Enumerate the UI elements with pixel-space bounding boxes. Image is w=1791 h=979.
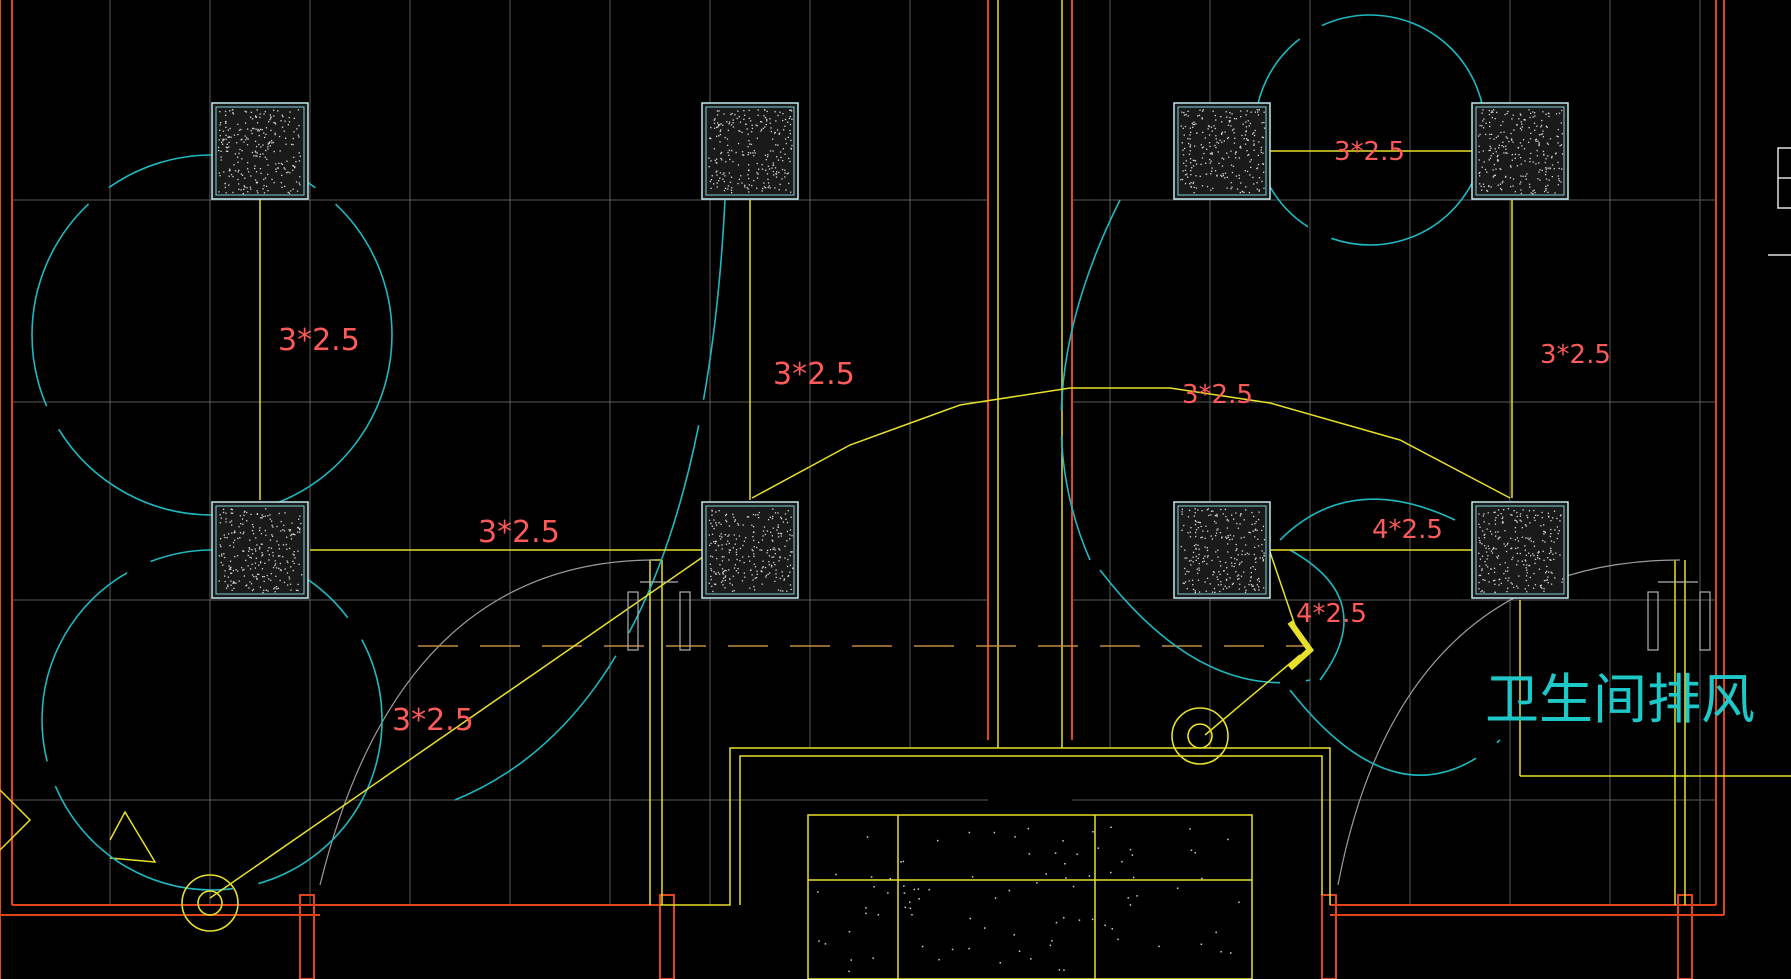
light-fixtures — [211, 102, 1569, 599]
light-fixture — [211, 102, 309, 200]
exhaust-annotation: 卫生间排风 — [1485, 668, 1755, 731]
wire-label-2: 3*2.5 — [773, 357, 855, 392]
light-fixture — [1173, 102, 1271, 200]
wiring-runs — [209, 150, 1513, 899]
hatch-dots — [817, 826, 1240, 973]
light-fixture — [1173, 501, 1271, 599]
wire-label-5: 3*2.5 — [1334, 137, 1405, 167]
switch-circle-right — [1171, 707, 1229, 765]
light-fixture — [1471, 102, 1569, 200]
door-swings — [319, 559, 1681, 886]
wire-label-9: 4*2.5 — [1296, 599, 1367, 629]
wire-label-7: 3*2.5 — [1540, 340, 1611, 370]
ceiling-grid — [12, 0, 1716, 905]
door-hardware-left — [627, 581, 691, 651]
wire-label-4: 3*2.5 — [392, 703, 474, 738]
wire-label-6: 3*2.5 — [1182, 380, 1253, 410]
door-hardware-right — [1647, 581, 1711, 651]
wire-label-3: 3*2.5 — [478, 515, 560, 550]
switch-circle-left — [181, 874, 239, 932]
wire-label-1: 3*2.5 — [278, 323, 360, 358]
light-fixture — [1471, 501, 1569, 599]
light-fixture — [701, 501, 799, 599]
light-fixture — [211, 501, 309, 599]
wire-label-8: 4*2.5 — [1372, 515, 1443, 545]
exhaust-symbol — [1287, 620, 1314, 671]
light-fixture — [701, 102, 799, 200]
edge-symbol — [1768, 147, 1791, 256]
walls — [0, 0, 1725, 979]
